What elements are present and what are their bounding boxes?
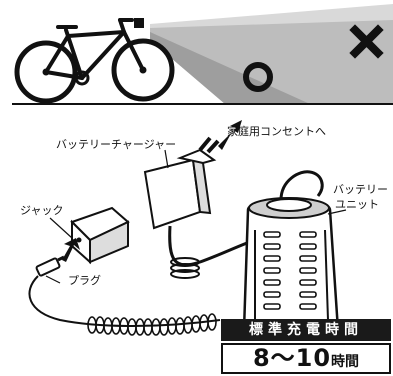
plug-label: プラグ — [68, 274, 101, 287]
adapter-box — [70, 206, 130, 265]
leader-lines — [45, 149, 347, 284]
plug-arrow-icon — [62, 238, 80, 262]
plug — [35, 255, 65, 277]
charge-time-value-box: 8～10時間 — [221, 343, 391, 374]
battery-unit-label-line1: バッテリー — [333, 183, 388, 196]
battery-unit-label-line2: ユニット — [335, 198, 379, 211]
cable-coil — [170, 257, 200, 279]
coiled-cord — [28, 275, 221, 327]
battery-unit — [242, 170, 340, 332]
jack-label: ジャック — [20, 204, 64, 217]
battery-charger — [143, 136, 220, 230]
coiled-cord-loops — [87, 313, 217, 336]
to-outlet-arrow-icon — [218, 120, 242, 150]
battery-charger-label: バッテリーチャージャー — [56, 138, 177, 151]
bicycle — [14, 18, 175, 104]
to-outlet-label: 家庭用コンセントへ — [227, 125, 326, 138]
charge-time-badge: 標準充電時間 8～10時間 — [221, 319, 391, 374]
ok-mark-icon — [243, 62, 273, 92]
charge-time-unit: 時間 — [331, 354, 360, 370]
charge-time-value: 8～10 — [252, 344, 332, 372]
ng-mark-icon — [349, 24, 384, 59]
charge-time-heading: 標準充電時間 — [221, 319, 391, 341]
